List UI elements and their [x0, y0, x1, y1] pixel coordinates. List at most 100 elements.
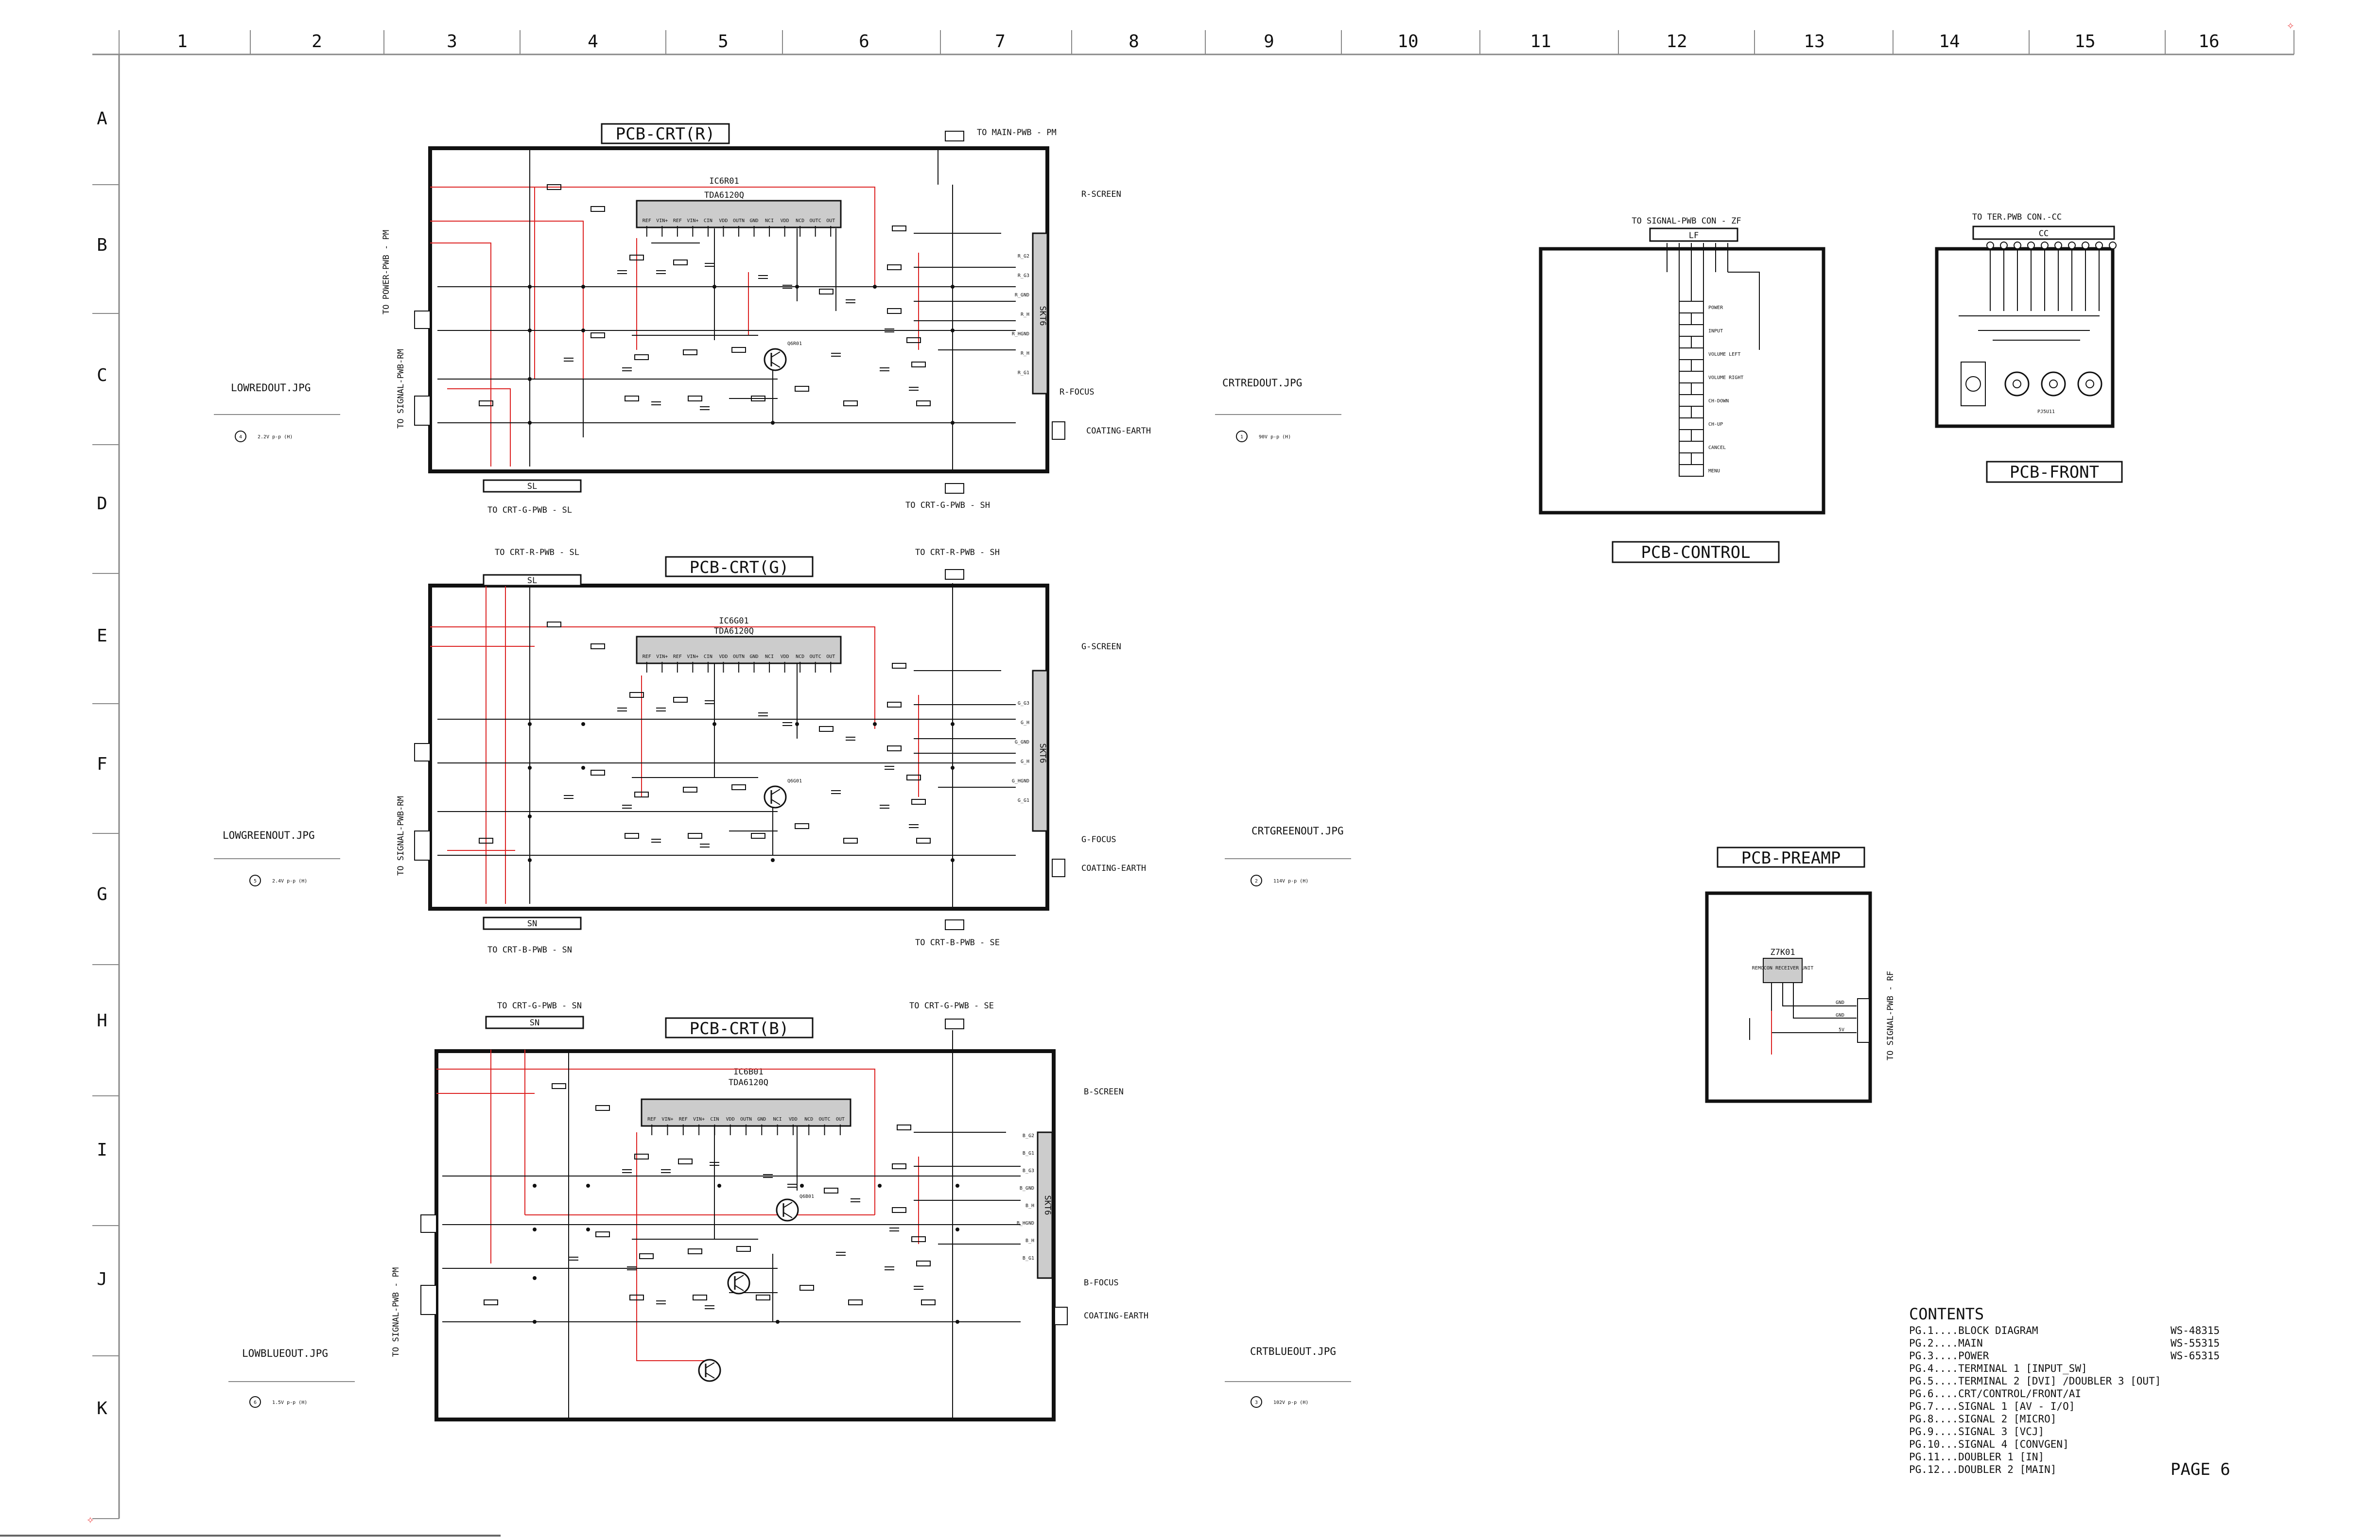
model-number: WS-65315 [2171, 1350, 2220, 1362]
socket-pin-label: G_H [1021, 759, 1029, 764]
row-label: C [97, 365, 107, 385]
junction [878, 1184, 882, 1188]
col-label: 10 [1397, 32, 1418, 52]
junction [528, 329, 532, 332]
col-label: 14 [1939, 32, 1960, 52]
resistor [688, 833, 702, 839]
col-label: 2 [312, 32, 322, 52]
junction [581, 722, 585, 726]
ic-pin-label: CIN [704, 654, 712, 659]
transistor [776, 1198, 799, 1222]
resistor [688, 1248, 702, 1254]
row-label: J [97, 1269, 107, 1289]
transistor-ref: Q6R01 [787, 341, 802, 346]
junction [951, 421, 955, 425]
board-title: PCB-CONTROL [1641, 543, 1750, 562]
connector-pin [1986, 242, 1994, 249]
switch [1679, 464, 1704, 477]
col-label: 7 [995, 32, 1006, 52]
capacitor [908, 387, 919, 391]
col-label: 8 [1129, 32, 1139, 52]
resistor [887, 702, 902, 708]
contents-item: PG.5....TERMINAL 2 [DVI] /DOUBLER 3 [OUT… [1909, 1375, 2161, 1387]
socket-pin-label: R_G3 [1018, 273, 1029, 278]
ref-crt-blue-note: 102V p-p (H) [1273, 1400, 1308, 1405]
junction [771, 421, 775, 425]
contents-item: PG.4....TERMINAL 1 [INPUT_SW] [1909, 1363, 2087, 1374]
resistor [911, 799, 926, 805]
socket-pin-label: R_G2 [1018, 254, 1029, 259]
socket-pin-label: B_H [1025, 1238, 1034, 1244]
col-label: 1 [177, 32, 188, 52]
resistor [731, 784, 746, 790]
board-title: PCB-CRT(R) [616, 124, 715, 144]
junction [528, 377, 532, 381]
junction [712, 285, 716, 289]
socket-pin-label: G_HGND [1012, 779, 1029, 784]
resistor [921, 1299, 936, 1305]
contents-heading: CONTENTS [1909, 1305, 1984, 1323]
screen-label: G-SCREEN [1081, 642, 1121, 652]
row-label: B [97, 235, 107, 255]
ic-pin-label: REF [643, 218, 651, 224]
capacitor [889, 1228, 900, 1231]
ref-low-blue-note: 1.5V p-p (H) [272, 1400, 307, 1405]
preamp-pin: 5V [1839, 1027, 1844, 1033]
ic-pin-label: VIN+ [656, 654, 668, 659]
contents-item: PG.3....POWER [1909, 1350, 1989, 1362]
ic-part: TDA6120Q [729, 1078, 768, 1088]
ic-pin-label: GND [750, 654, 759, 659]
resistor [678, 1159, 693, 1164]
capacitor [782, 722, 793, 726]
bottom-right-label: TO CRT-G-PWB - SH [905, 501, 990, 510]
junction [586, 1228, 590, 1231]
resistor [751, 833, 765, 839]
socket-label: SKT6 [1038, 306, 1047, 326]
ic-pin-label: OUTN [733, 218, 745, 224]
ic-pin-label: VIN+ [661, 1117, 673, 1122]
junction [955, 1228, 959, 1231]
preamp-desc: REMOCON RECEIVER UNIT [1752, 966, 1813, 971]
junction [581, 285, 585, 289]
resistor [484, 1299, 498, 1305]
junction [873, 285, 877, 289]
preamp-conn-label: TO SIGNAL-PWB - RF [1886, 971, 1895, 1060]
ic-ref: IC6R01 [709, 176, 739, 186]
preamp-pin: GND [1836, 1000, 1844, 1005]
resistor [892, 225, 906, 231]
top-connector: SN [530, 1018, 539, 1028]
screen-label: B-SCREEN [1084, 1087, 1124, 1097]
svg-text:5: 5 [254, 879, 257, 884]
socket-pin-label: B_H [1025, 1203, 1034, 1209]
resistor [843, 400, 858, 406]
capacitor [651, 401, 661, 405]
capacitor [879, 805, 890, 809]
resistor [634, 354, 649, 360]
resistor [819, 726, 834, 732]
capacitor [617, 708, 627, 711]
svg-text:2: 2 [1255, 879, 1258, 884]
capacitor [845, 737, 856, 741]
contents-item: PG.2....MAIN [1909, 1337, 1983, 1349]
contents-block: CONTENTS PG.1....BLOCK DIAGRAM PG.2....M… [1909, 1305, 2230, 1479]
switch [1679, 301, 1704, 313]
svg-text:1: 1 [1240, 434, 1243, 440]
model-number: WS-48315 [2171, 1325, 2220, 1336]
row-label: D [97, 494, 107, 514]
capacitor [699, 844, 710, 848]
capacitor [831, 353, 841, 357]
junction [951, 285, 955, 289]
front-conn: CC [2039, 229, 2049, 239]
resistor [819, 289, 834, 294]
col-label: 16 [2198, 32, 2219, 52]
ic-pin-label: REF [679, 1117, 688, 1122]
left-bottom-connector: TO SIGNAL-PWB-RM [396, 349, 406, 429]
ref-low-green: LOWGREENOUT.JPG [223, 830, 315, 841]
socket-pin-label: G_G1 [1018, 798, 1029, 803]
socket [1032, 670, 1048, 832]
ic-pin-label: VDD [789, 1117, 798, 1122]
resistor [736, 1246, 751, 1252]
capacitor [622, 1169, 632, 1173]
